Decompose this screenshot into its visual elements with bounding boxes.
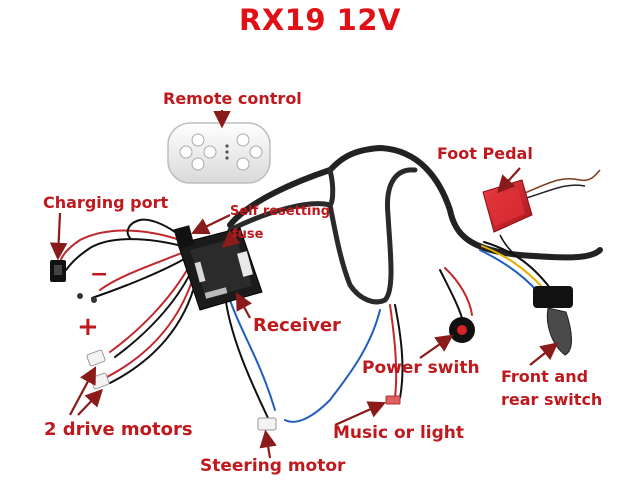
music-connector — [385, 395, 401, 405]
main-harness — [227, 144, 603, 305]
drive-motor-connectors — [86, 349, 110, 390]
label-power-switch: Power swith — [362, 358, 480, 378]
minus-sign: − — [90, 262, 109, 287]
label-remote-control: Remote control — [163, 89, 302, 108]
remote-control — [167, 122, 271, 184]
diagram-title: RX19 12V — [239, 3, 401, 37]
power-switch — [449, 317, 475, 343]
label-music-or-light: Music or light — [333, 423, 464, 443]
label-self-resetting-fuse-line2: fuse — [232, 227, 264, 242]
label-self-resetting-fuse-line1: Self resetting — [230, 204, 331, 219]
label-steering-motor: Steering motor — [200, 456, 346, 476]
label-receiver: Receiver — [253, 315, 341, 336]
left-wires — [59, 218, 197, 384]
battery-terminals — [77, 293, 97, 303]
annotation-arrows — [49, 110, 559, 459]
label-charging-port: Charging port — [43, 193, 169, 212]
charging-port — [50, 260, 66, 282]
label-foot-pedal: Foot Pedal — [437, 144, 533, 163]
bottom-wires — [225, 241, 551, 423]
label-drive-motors: 2 drive motors — [44, 419, 193, 440]
receiver-box — [173, 225, 263, 311]
label-front-rear-switch-line1: Front and — [501, 367, 589, 386]
foot-pedal — [482, 179, 533, 233]
steering-motor-connector — [257, 417, 277, 431]
label-front-rear-switch-line2: rear switch — [501, 390, 603, 409]
plus-sign: + — [77, 312, 99, 342]
front-rear-switch — [533, 286, 573, 356]
